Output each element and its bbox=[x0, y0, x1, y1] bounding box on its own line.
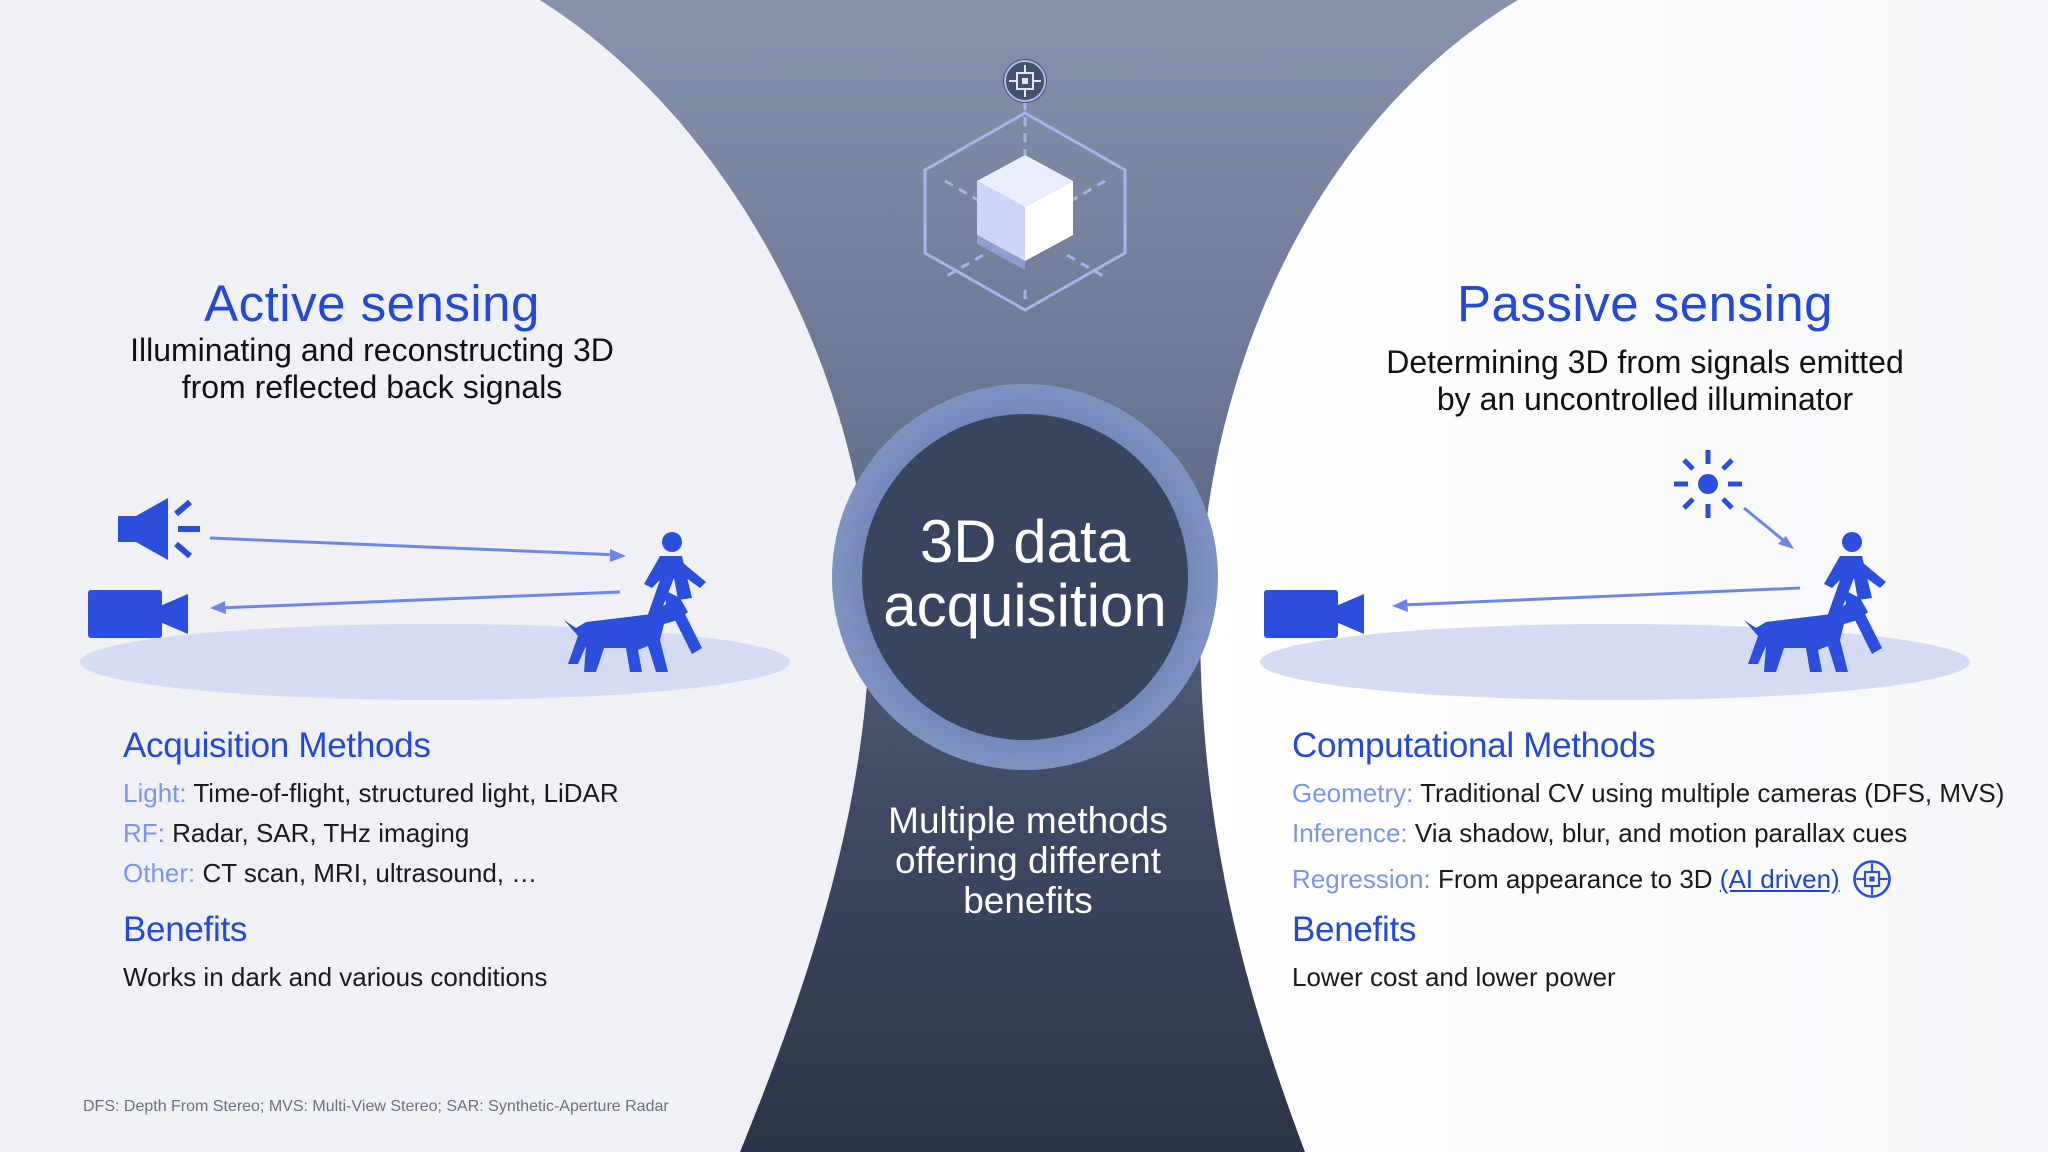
passive-title: Passive sensing bbox=[1456, 275, 1834, 332]
passive-subtitle-line2: by an uncontrolled illuminator bbox=[1436, 381, 1854, 417]
acquisition-methods-heading: Acquisition Methods bbox=[123, 726, 431, 765]
right-panel bbox=[1200, 0, 2048, 1152]
active-benefits-text: Works in dark and various conditions bbox=[123, 962, 548, 992]
active-subtitle-line1: Illuminating and reconstructing 3D bbox=[130, 332, 614, 368]
passive-benefits-text: Lower cost and lower power bbox=[1292, 962, 1616, 992]
method-label: Light: bbox=[123, 778, 187, 808]
method-text: Radar, SAR, THz imaging bbox=[172, 818, 470, 848]
camera-icon bbox=[1264, 590, 1364, 638]
method-text: CT scan, MRI, ultrasound, … bbox=[202, 858, 538, 888]
method-label: Regression: bbox=[1292, 864, 1431, 894]
center-subtitle-line2: offering different bbox=[894, 840, 1162, 881]
center-circle bbox=[862, 414, 1188, 740]
ai-brain-icon-top bbox=[1003, 59, 1047, 103]
light-ray-arrow bbox=[1743, 506, 1794, 549]
footnote: DFS: Depth From Stereo; MVS: Multi-View … bbox=[83, 1098, 669, 1115]
ai-brain-icon bbox=[1853, 860, 1891, 898]
center-subtitle-line1: Multiple methods bbox=[888, 800, 1168, 841]
method-label: RF: bbox=[123, 818, 165, 848]
method-row-light: Light: Time-of-flight, structured light,… bbox=[123, 778, 619, 809]
ai-driven-link[interactable]: (AI driven) bbox=[1719, 864, 1840, 894]
method-text: From appearance to 3D bbox=[1437, 864, 1713, 894]
cube-icon bbox=[923, 59, 1127, 312]
method-text: Traditional CV using multiple cameras (D… bbox=[1420, 778, 2005, 808]
camera-icon bbox=[88, 590, 188, 638]
active-title: Active sensing bbox=[204, 275, 540, 332]
center-title-line2: acquisition bbox=[883, 572, 1167, 639]
left-panel bbox=[0, 0, 870, 1152]
method-label: Other: bbox=[123, 858, 196, 888]
dog-icon bbox=[564, 590, 688, 672]
method-row-regression: Regression: From appearance to 3D (AI dr… bbox=[1292, 858, 1893, 900]
passive-benefits-heading: Benefits bbox=[1292, 910, 1417, 949]
dog-icon bbox=[1744, 590, 1868, 672]
method-row-other: Other: CT scan, MRI, ultrasound, … bbox=[123, 858, 537, 889]
method-text: Via shadow, blur, and motion parallax cu… bbox=[1414, 818, 1908, 848]
signal-arrows bbox=[209, 536, 626, 614]
center-subtitle-line3: benefits bbox=[963, 880, 1093, 921]
center-title-line1: 3D data bbox=[919, 508, 1131, 575]
method-row-inference: Inference: Via shadow, blur, and motion … bbox=[1292, 818, 1907, 849]
method-label: Geometry: bbox=[1292, 778, 1414, 808]
active-subtitle-line2: from reflected back signals bbox=[181, 369, 563, 405]
method-text: Time-of-flight, structured light, LiDAR bbox=[193, 778, 619, 808]
method-label: Inference: bbox=[1292, 818, 1408, 848]
speaker-icon bbox=[118, 498, 200, 560]
method-row-geometry: Geometry: Traditional CV using multiple … bbox=[1292, 778, 2004, 809]
computational-methods-heading: Computational Methods bbox=[1292, 726, 1656, 765]
reflected-arrow bbox=[1392, 586, 1801, 612]
active-benefits-heading: Benefits bbox=[123, 910, 248, 949]
person-dog-icon bbox=[1744, 532, 1886, 672]
sun-icon bbox=[1674, 450, 1742, 518]
passive-subtitle-line1: Determining 3D from signals emitted bbox=[1386, 344, 1904, 380]
method-row-rf: RF: Radar, SAR, THz imaging bbox=[123, 818, 469, 849]
person-dog-icon bbox=[564, 532, 706, 672]
